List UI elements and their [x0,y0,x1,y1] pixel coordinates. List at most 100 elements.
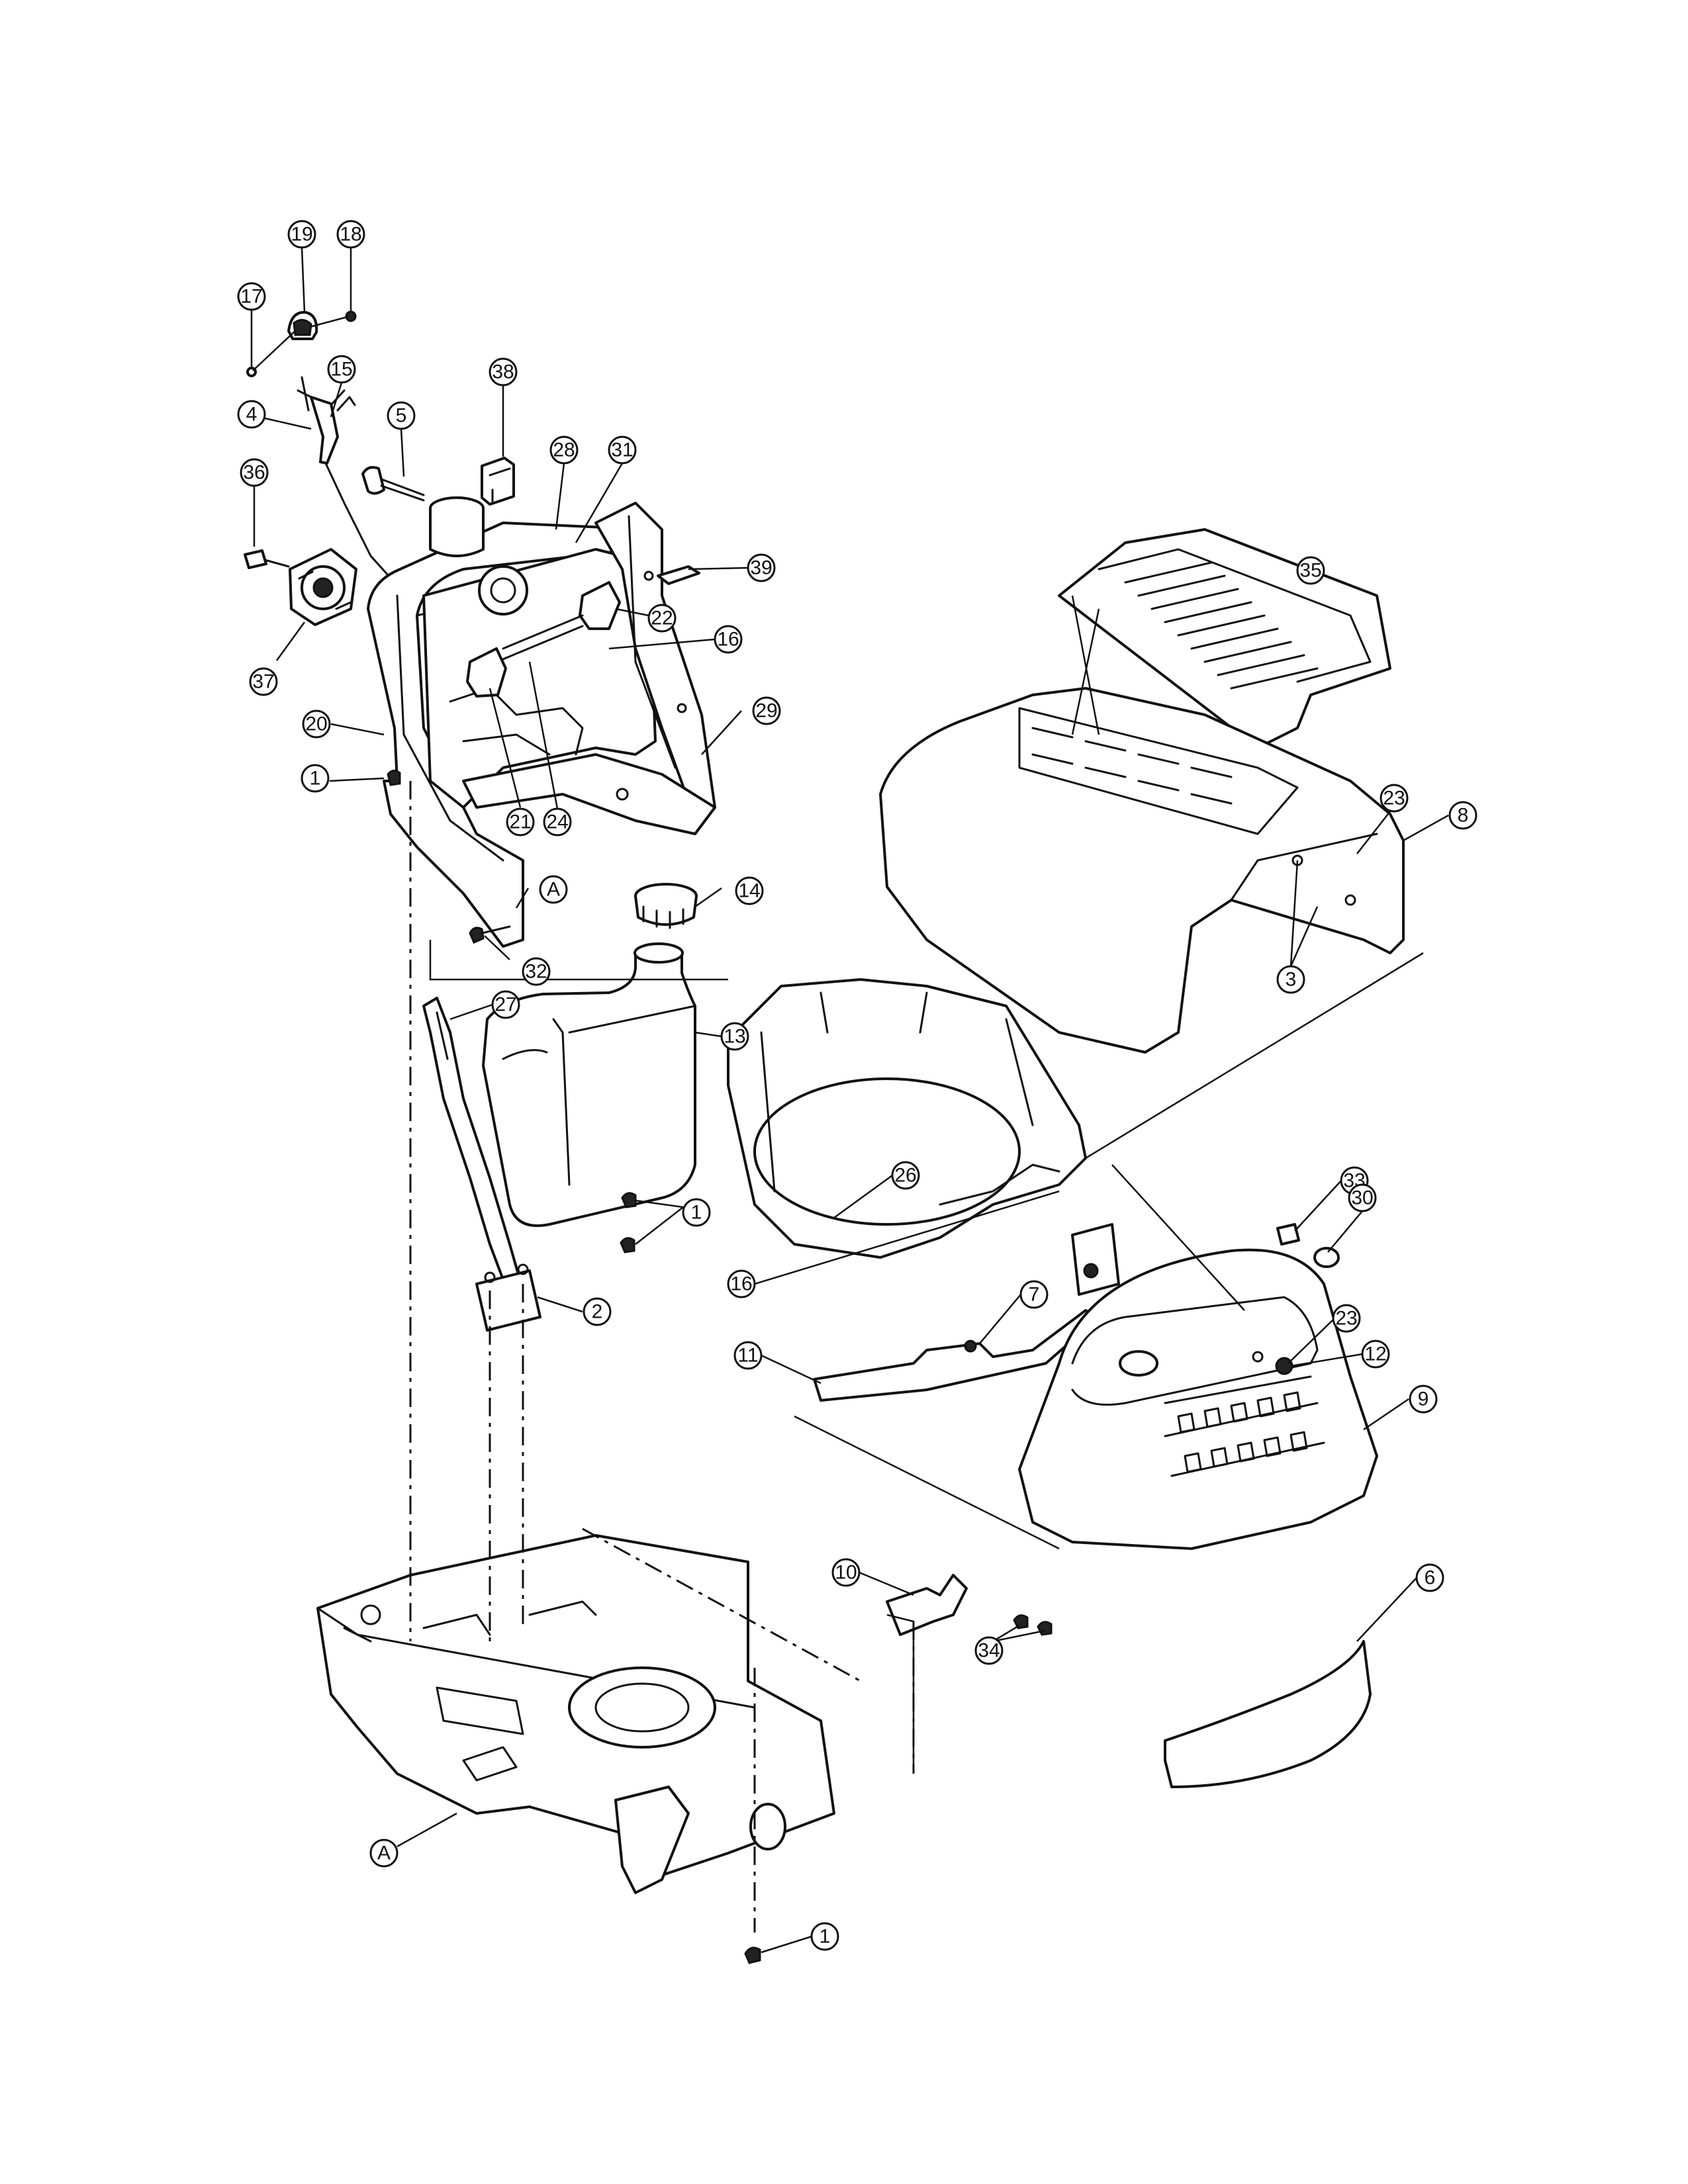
callout-label: 2 [592,1301,603,1323]
callout-6: 6 [1415,1563,1444,1592]
callout-1-bottom: 1 [810,1922,839,1951]
callout-7: 7 [1019,1280,1049,1309]
callout-A-top: A [539,875,568,904]
callout-3: 3 [1276,965,1305,994]
callout-A-bottom: A [369,1839,399,1868]
callout-label: 24 [546,811,568,833]
guide-line-1 [429,940,728,981]
callout-30: 30 [1348,1183,1377,1212]
part-4-lever [297,376,396,584]
callout-22: 22 [647,604,677,633]
callout-14: 14 [735,876,764,905]
callout-1-tank: 1 [682,1198,711,1227]
callout-label: 21 [509,811,531,833]
callout-8: 8 [1448,801,1477,830]
part-19-knob [287,310,318,340]
part-pipe-neck [429,496,485,557]
callout-24: 24 [543,807,572,837]
callout-19: 19 [287,220,316,249]
callout-11: 11 [733,1341,763,1370]
callout-label: 1 [820,1926,831,1948]
callout-label: 15 [330,359,352,381]
callout-21: 21 [506,807,535,837]
callout-label: 1 [310,768,321,790]
callout-1-dash: 1 [301,764,330,793]
callout-label: 28 [553,439,575,461]
callout-label: 19 [291,224,312,246]
callout-label: 8 [1458,805,1469,827]
callout-label: 32 [525,961,547,983]
part-37-ignition-switch [289,548,357,626]
callout-16-tray: 16 [727,1269,756,1298]
part-24-rod [502,614,584,660]
callout-label: 29 [755,700,777,722]
callout-label: 23 [1383,788,1405,809]
callout-29: 29 [752,696,781,725]
part-1-bolts-tank [620,1192,637,1253]
callout-18: 18 [336,220,365,249]
callout-label: 38 [492,361,514,383]
part-36-key [244,549,290,569]
callout-label: 36 [243,462,265,484]
part-1-bolt-bottom [744,1946,761,1964]
callout-31: 31 [608,435,637,465]
guide-line-5 [886,1614,915,1774]
callout-13: 13 [720,1022,749,1051]
part-30-bulb [1313,1247,1340,1268]
callout-label: 10 [835,1562,857,1584]
callout-label: 26 [894,1165,916,1187]
part-29-side-bracket [594,502,716,822]
callout-34: 34 [974,1636,1004,1665]
callout-15: 15 [327,355,356,384]
callout-label: 9 [1418,1388,1429,1410]
guide-line-2 [1085,952,1424,1160]
callout-20: 20 [302,709,331,739]
callout-label: 18 [340,224,361,246]
callout-label: 34 [978,1640,1000,1662]
callout-label: 11 [737,1345,758,1367]
callout-label: 6 [1425,1567,1436,1589]
part-10-bracket [886,1574,968,1636]
callout-label: A [547,879,560,901]
callout-37: 37 [249,667,278,696]
part-21-bracket [466,647,507,698]
callout-label: 13 [724,1026,745,1048]
callout-23-hood: 23 [1380,784,1409,813]
part-8-hood [879,687,1405,1054]
callout-28: 28 [549,435,579,465]
callout-38: 38 [489,357,518,387]
callout-36: 36 [240,458,269,487]
callout-4: 4 [237,400,266,429]
callout-label: 23 [1335,1308,1357,1330]
callout-label: A [377,1843,391,1864]
callout-label: 31 [611,439,633,461]
part-7-bracket [1071,1223,1120,1296]
callout-17: 17 [237,282,266,311]
callout-12: 12 [1361,1340,1390,1369]
callout-label: 30 [1351,1187,1373,1209]
part-13-fuel-tank [482,942,696,1227]
callout-label: 20 [305,713,327,735]
callout-16-top: 16 [714,625,743,654]
part-14-fuel-cap [634,883,698,929]
part-chassis-frame [316,1534,835,1894]
part-39-plate [657,565,700,585]
guide-line-7 [1071,608,1100,735]
guide-line-6 [1071,595,1100,735]
part-22-bracket [579,581,621,630]
part-dash-bottom [462,753,716,835]
part-1-bolt-top [387,770,401,786]
callout-9: 9 [1409,1385,1438,1414]
callout-label: 12 [1364,1343,1386,1365]
callout-label: 27 [494,994,516,1016]
part-5-bolt [361,466,425,502]
part-38-clip [481,457,515,506]
part-32-bolt [469,925,511,944]
callout-39: 39 [747,553,776,582]
callout-label: 4 [246,404,258,426]
part-2-bracket [475,1263,541,1332]
guide-line-3 [1111,1164,1245,1311]
callout-label: 1 [691,1202,702,1224]
callout-label: 37 [252,671,274,693]
